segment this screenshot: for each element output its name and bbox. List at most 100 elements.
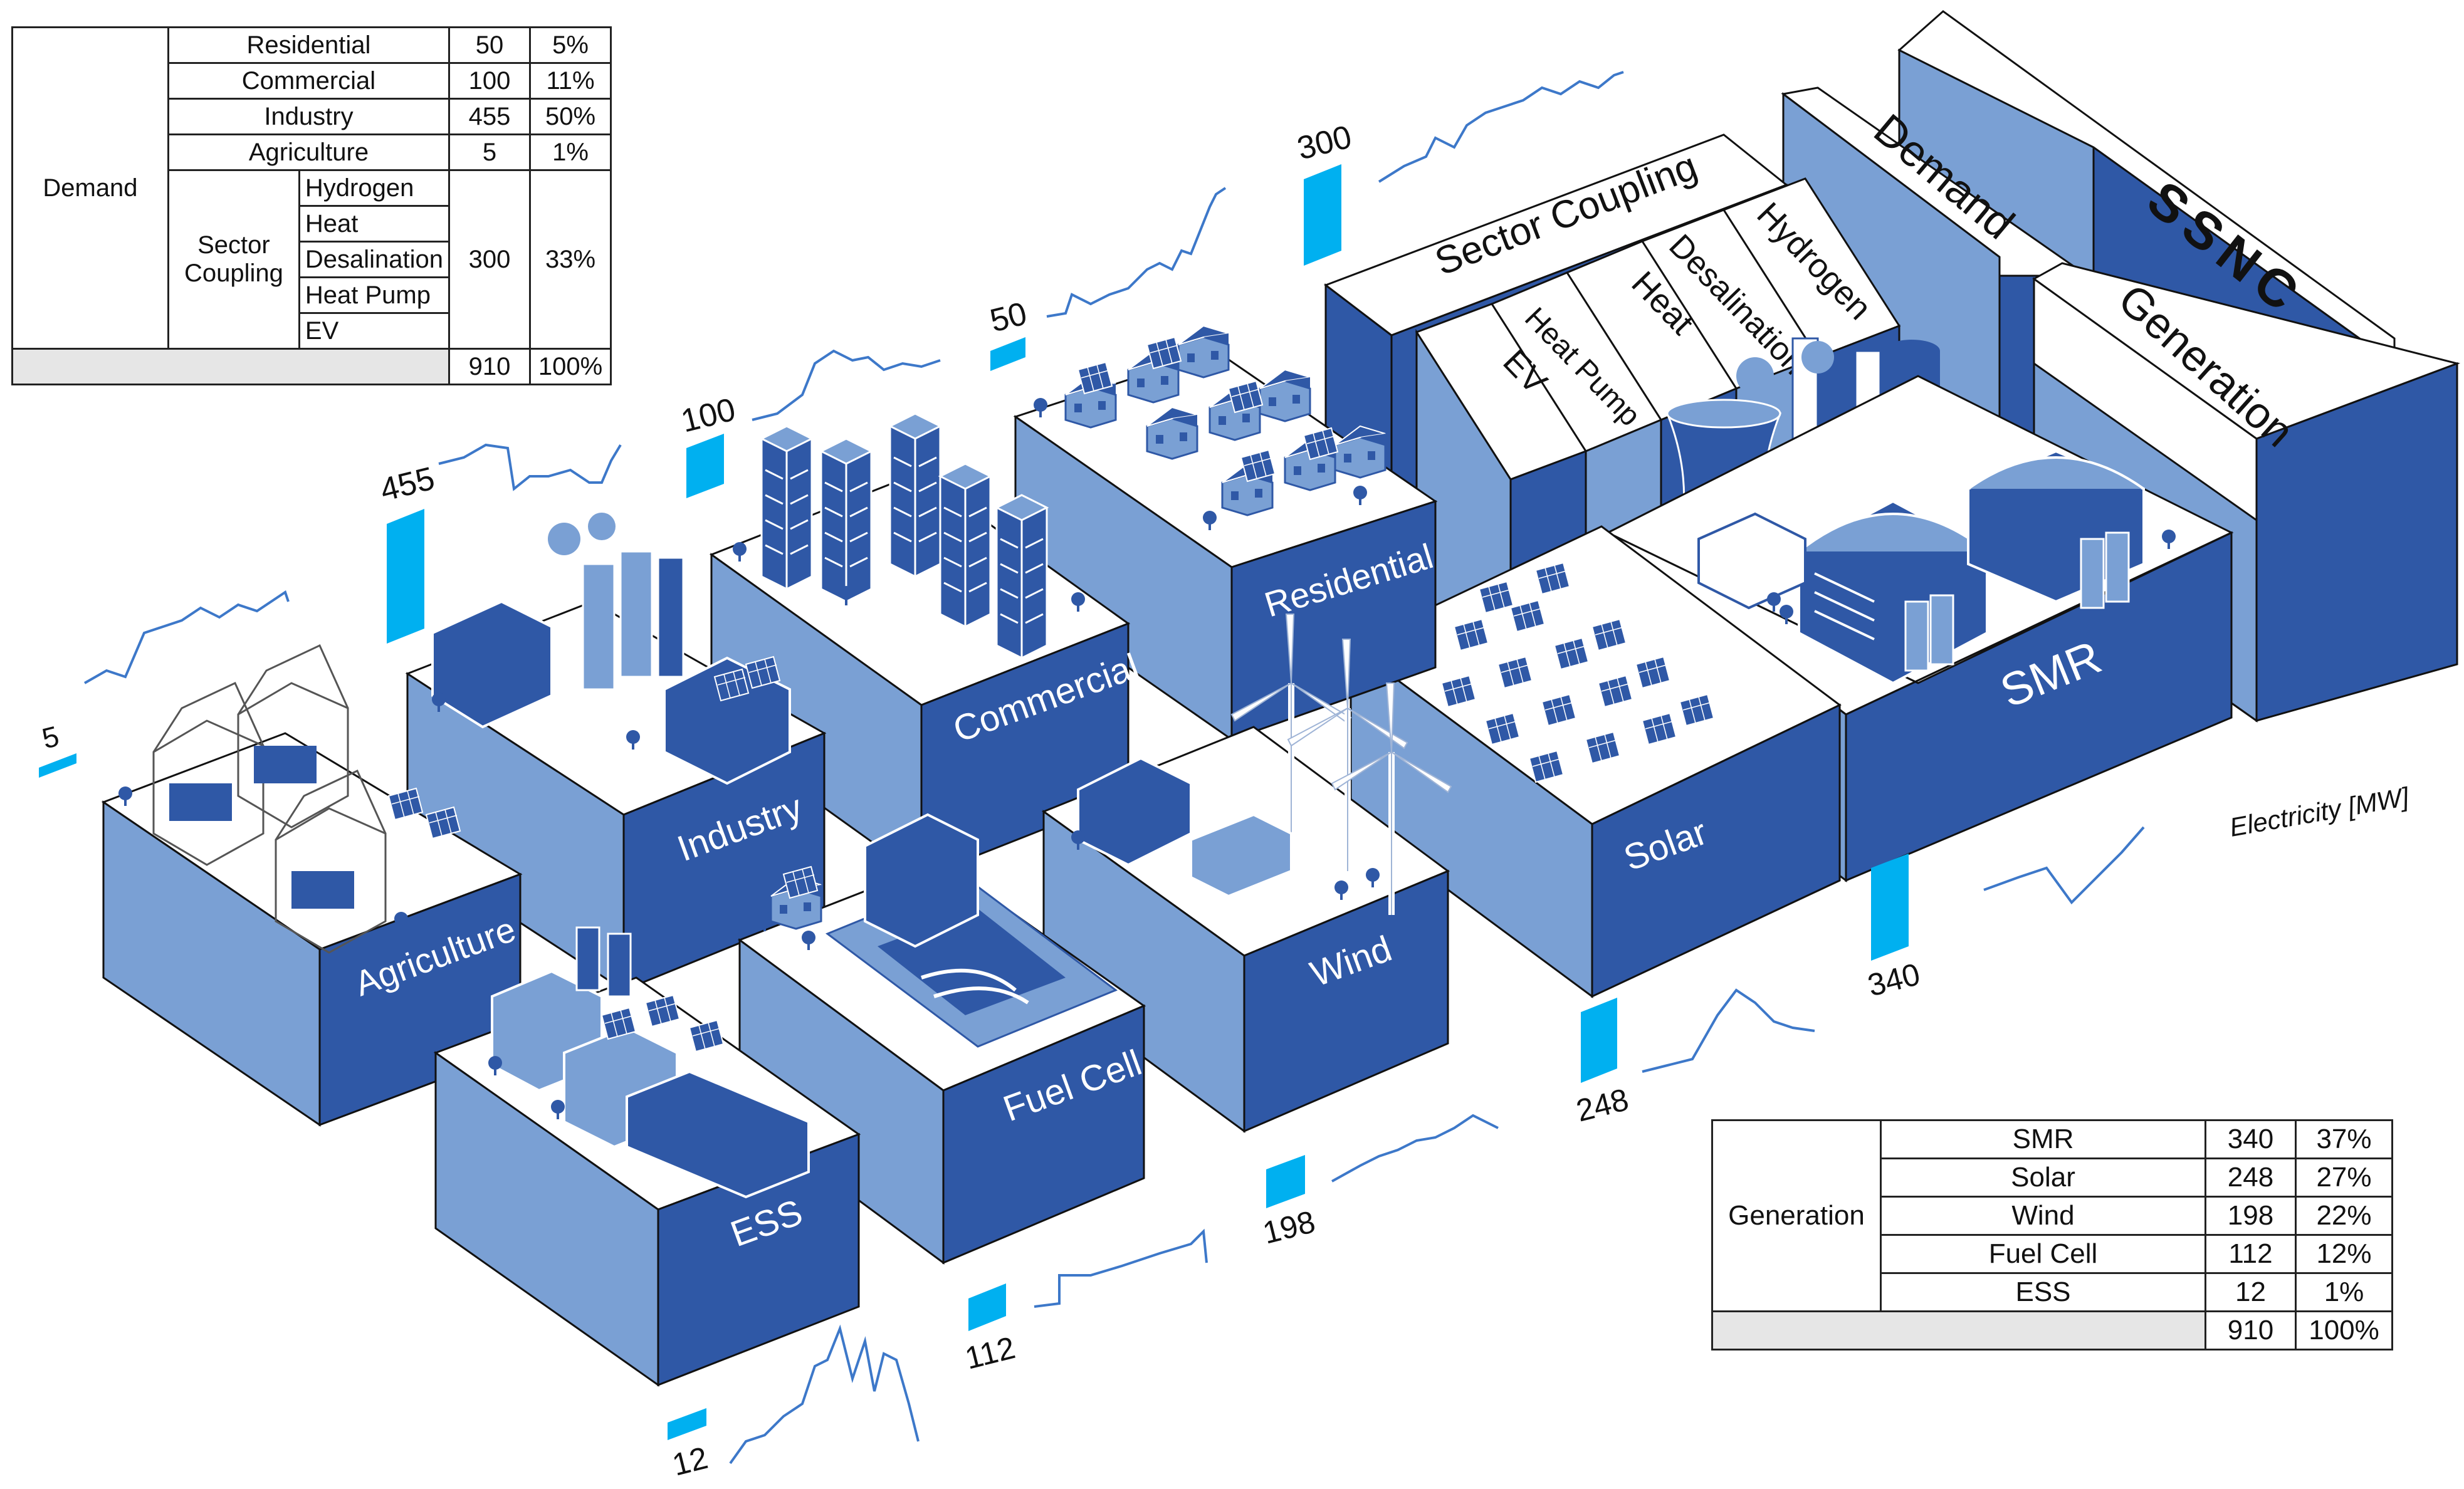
table-row: Heat Pump [13, 276, 611, 314]
bar-label-ess: 12 [669, 1440, 711, 1483]
demand-row-share: 11% [528, 62, 612, 100]
sector-coupling-label: Sector Coupling [167, 169, 300, 350]
total-spacer [11, 348, 451, 385]
profile-industry [438, 443, 622, 491]
demand-table: Demand Residential 50 5% Commercial 100 … [11, 26, 612, 385]
generation-row-label: Wind [1880, 1196, 2206, 1236]
bar-sector-coupling: 300 [1294, 118, 1355, 266]
sector-coupling-item: Hydrogen [298, 169, 451, 207]
profile-fuel-cell [1034, 1228, 1208, 1308]
generation-row-share: 37% [2295, 1119, 2393, 1159]
bar-label-agriculture: 5 [39, 719, 62, 755]
generation-row-value: 12 [2204, 1272, 2297, 1312]
demand-row-label: Agriculture [167, 133, 451, 171]
generation-row-value: 198 [2204, 1196, 2297, 1236]
profile-solar [1642, 988, 1815, 1073]
table-row: Fuel Cell 112 12% [1712, 1234, 2393, 1274]
wind-turbines [1071, 614, 1451, 915]
table-row: Commercial 100 11% [13, 62, 612, 100]
agriculture-crops [118, 746, 461, 931]
industry-factories [431, 513, 791, 785]
bar-wind: 198 [1259, 1155, 1319, 1251]
demand-row-label: Residential [167, 26, 451, 64]
table-row: Demand Residential 50 5% [11, 26, 612, 350]
demand-row-share: 5% [528, 26, 612, 64]
generation-row-share: 27% [2295, 1157, 2393, 1198]
bar-industry: 455 [377, 460, 438, 644]
sector-coupling-item: Heat [298, 205, 451, 243]
bar-label-industry: 455 [377, 460, 438, 508]
sector-coupling-item: Desalination [298, 241, 451, 278]
generation-profiles [729, 826, 2145, 1465]
profile-ess [729, 1324, 920, 1465]
sector-coupling-item: Heat Pump [298, 276, 451, 314]
bar-label-commercial: 100 [678, 391, 739, 439]
bar-residential: 50 [987, 295, 1030, 371]
demand-row-value: 455 [448, 98, 531, 135]
residential-block: Residential [1013, 350, 1437, 741]
profile-smr [1983, 826, 2145, 905]
demand-row-label: Commercial [167, 62, 451, 100]
generation-row-share: 12% [2295, 1234, 2393, 1274]
table-row: Generation SMR 340 37% [1711, 1119, 2393, 1312]
demand-row-value: 5 [448, 133, 531, 171]
generation-row-label: Fuel Cell [1880, 1234, 2206, 1274]
agriculture-greenhouses [152, 644, 387, 954]
profile-wind [1331, 1114, 1499, 1183]
solar-block: Solar [1349, 525, 1842, 998]
demand-profiles [84, 71, 1624, 684]
bar-smr: 340 [1864, 854, 1924, 1003]
ess-battery-units [488, 926, 810, 1199]
table-row: Desalination [13, 241, 611, 278]
fuel-cell-buildings [758, 813, 979, 950]
generation-row-label: ESS [1880, 1272, 2206, 1312]
sector-coupling-value: 300 [448, 169, 531, 350]
generation-row-value: 340 [2204, 1119, 2297, 1159]
table-row: Solar 248 27% [1712, 1157, 2393, 1198]
smr-buildings [1697, 449, 2176, 685]
table-total-row: 910 100% [11, 348, 612, 385]
bar-commercial: 100 [678, 391, 739, 498]
generation-group-label: Generation [1711, 1119, 1882, 1312]
table-row: EV [13, 312, 611, 350]
sector-coupling-item: EV [298, 312, 451, 350]
table-row: Heat [13, 205, 611, 243]
bar-label-smr: 340 [1864, 956, 1924, 1003]
bar-label-residential: 50 [987, 295, 1030, 339]
axis-label-electricity: Electricity [MW] [2227, 781, 2411, 842]
table-row: Industry 455 50% [13, 98, 612, 135]
table-total-row: 910 100% [1711, 1310, 2393, 1351]
sector-coupling-share: 33% [528, 169, 612, 350]
generation-row-value: 112 [2204, 1234, 2297, 1274]
demand-row-value: 50 [448, 26, 531, 64]
bar-solar: 248 [1573, 998, 1632, 1129]
generation-total-value: 910 [2204, 1310, 2297, 1351]
generation-row-share: 1% [2295, 1272, 2393, 1312]
profile-commercial [752, 349, 941, 421]
table-row: Sector Coupling Hydrogen 300 33% [13, 169, 612, 350]
generation-row-label: Solar [1880, 1157, 2206, 1198]
fuel-cell-block: Fuel Cell [737, 860, 1147, 1265]
demand-total-share: 100% [528, 348, 612, 385]
bar-label-solar: 248 [1573, 1082, 1632, 1129]
bar-agriculture: 5 [39, 719, 76, 778]
generation-row-value: 248 [2204, 1157, 2297, 1198]
generation-row-label: SMR [1880, 1119, 2206, 1159]
bar-fuel-cell: 112 [962, 1283, 1019, 1376]
table-row: ESS 12 1% [1712, 1272, 2393, 1312]
table-row: Wind 198 22% [1712, 1196, 2393, 1236]
bar-ess: 12 [668, 1408, 711, 1483]
profile-residential [1046, 187, 1227, 318]
bar-label-fuel-cell: 112 [962, 1330, 1019, 1376]
demand-row-share: 50% [528, 98, 612, 135]
total-spacer [1711, 1310, 2206, 1351]
profile-sector-coupling [1378, 71, 1624, 183]
demand-row-label: Industry [167, 98, 451, 135]
generation-table: Generation SMR 340 37% Solar 248 27% Win… [1711, 1119, 2393, 1351]
demand-row-value: 100 [448, 62, 531, 100]
bar-label-sector-coupling: 300 [1294, 118, 1355, 167]
demand-total-value: 910 [448, 348, 531, 385]
bar-label-wind: 198 [1259, 1204, 1319, 1251]
generation-row-share: 22% [2295, 1196, 2393, 1236]
